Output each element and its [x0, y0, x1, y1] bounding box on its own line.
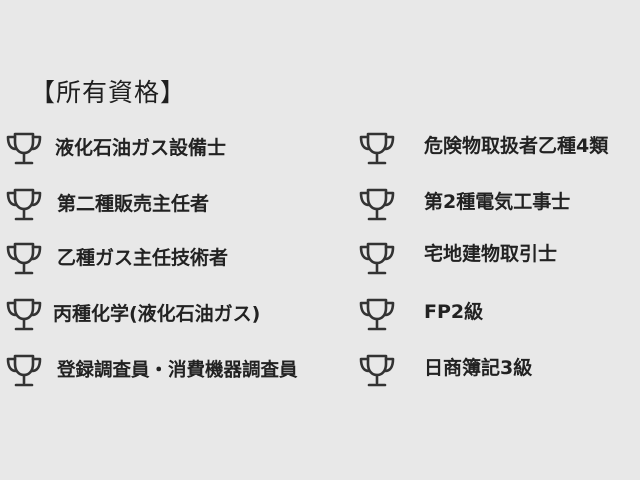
trophy-icon	[6, 354, 42, 387]
qualification-label: 登録調査員・消費機器調査員	[57, 360, 298, 381]
trophy-icon	[359, 188, 395, 221]
list-item: 液化石油ガス設備士	[5, 130, 305, 170]
qualification-label: 第二種販売主任者	[57, 193, 210, 215]
qualification-label: 乙種ガス主任技術者	[57, 247, 229, 269]
qualification-label: 丙種化学(液化石油ガス)	[53, 303, 261, 325]
qualification-label: 第2種電気工事士	[424, 191, 571, 213]
list-item: 危険物取扱者乙種4類	[358, 130, 640, 170]
list-item: 丙種化学(液化石油ガス)	[5, 296, 305, 336]
list-item: 乙種ガス主任技術者	[5, 240, 305, 280]
list-item: 日商簿記3級	[358, 352, 640, 392]
trophy-icon	[359, 242, 395, 275]
trophy-icon	[6, 242, 42, 275]
trophy-icon	[359, 354, 395, 387]
trophy-icon	[359, 298, 395, 331]
qualification-label: 危険物取扱者乙種4類	[424, 135, 609, 157]
qualification-label: 宅地建物取引士	[424, 243, 558, 265]
list-item: FP2級	[358, 296, 640, 336]
trophy-icon	[6, 298, 42, 331]
qualification-label: 液化石油ガス設備士	[55, 137, 227, 159]
qualification-label: 日商簿記3級	[424, 357, 533, 379]
list-item: 登録調査員・消費機器調査員	[5, 352, 305, 392]
list-item: 第二種販売主任者	[5, 186, 305, 226]
trophy-icon	[6, 132, 42, 165]
trophy-icon	[6, 188, 42, 221]
list-item: 第2種電気工事士	[358, 186, 640, 226]
trophy-icon	[359, 132, 395, 165]
qualification-label: FP2級	[424, 301, 484, 323]
list-item: 宅地建物取引士	[358, 240, 640, 280]
heading: 【所有資格】	[30, 78, 187, 107]
